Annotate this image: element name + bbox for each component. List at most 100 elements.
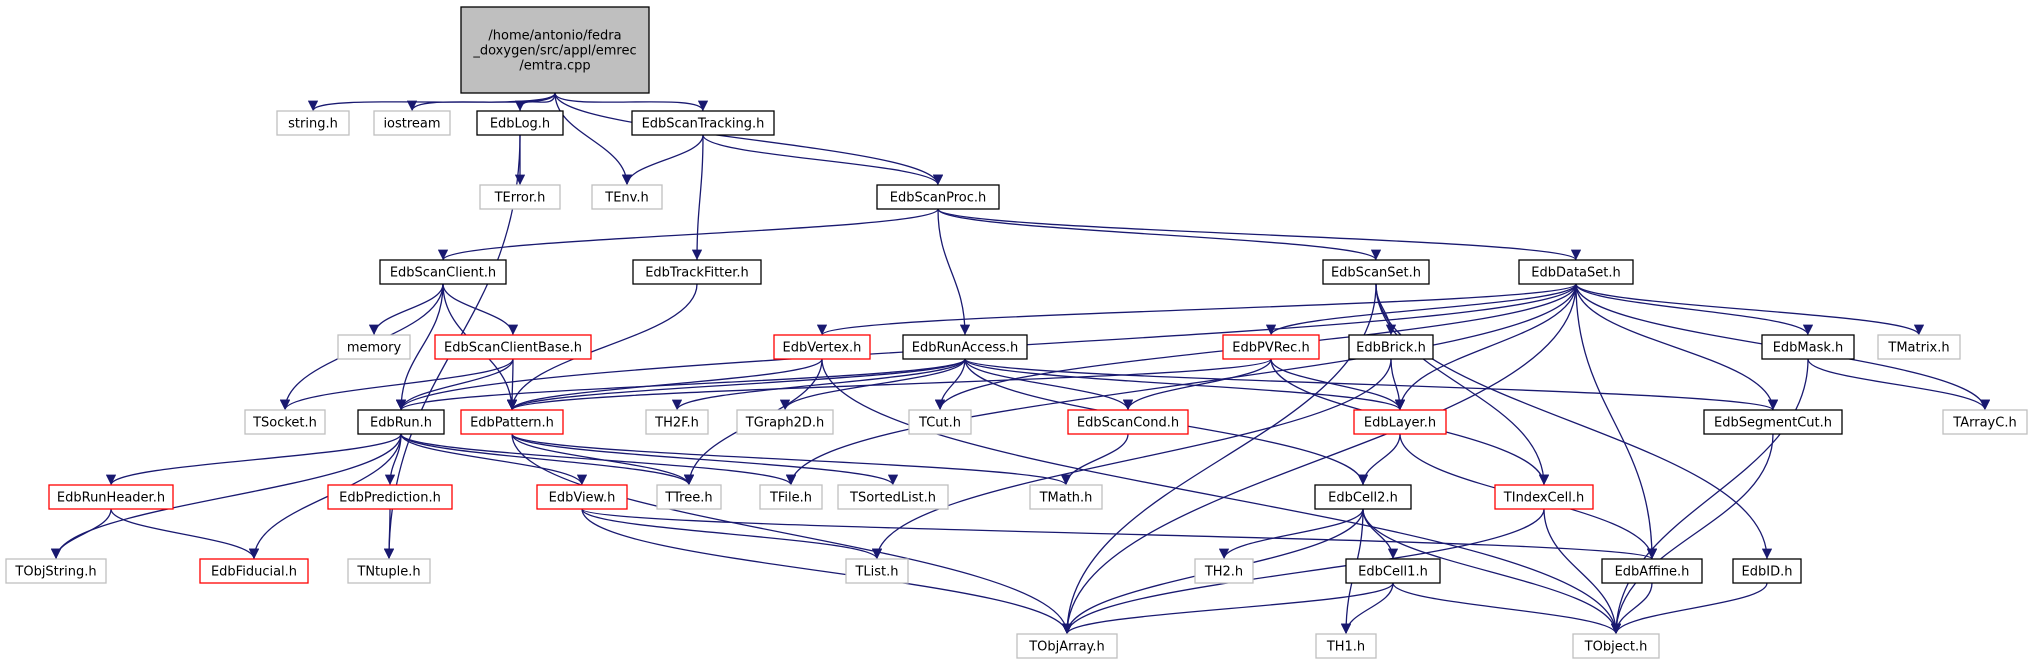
- edge-TIndexCell_h-to-TObject_h: [1543, 508, 1622, 635]
- edge-EdbPVRec_h-to-EdbPattern_h: [507, 358, 1272, 411]
- node-label-TSocket_h-0: TSocket.h: [252, 416, 317, 431]
- node-TH2F_h[interactable]: TH2F.h: [645, 409, 709, 435]
- node-EdbID_h[interactable]: EdbID.h: [1732, 558, 1802, 584]
- node-EdbMask_h[interactable]: EdbMask.h: [1761, 334, 1855, 360]
- node-label-TError_h-0: TError.h: [494, 191, 546, 206]
- node-box-EdbTrackFitter_h: [632, 259, 762, 285]
- edge-EdbRunAccess_h-to-EdbScanCond_h: [964, 358, 1134, 411]
- node-label-EdbDataSet_h-0: EdbDataSet.h: [1531, 266, 1620, 281]
- node-EdbPVRec_h[interactable]: EdbPVRec.h: [1222, 334, 1320, 360]
- edge-EdbCell1_h-to-TH1_h: [1340, 582, 1394, 635]
- node-TTree_h[interactable]: TTree.h: [656, 484, 722, 510]
- node-box-EdbView_h: [536, 484, 628, 510]
- node-label-EdbLog_h-0: EdbLog.h: [490, 117, 550, 132]
- node-string_h[interactable]: string.h: [276, 110, 350, 136]
- node-EdbRunAccess_h[interactable]: EdbRunAccess.h: [902, 334, 1028, 360]
- edge-EdbRunAccess_h-to-EdbPattern_h: [507, 358, 966, 411]
- node-TObject_h[interactable]: TObject.h: [1572, 633, 1660, 659]
- node-EdbLog_h[interactable]: EdbLog.h: [476, 110, 564, 136]
- node-box-TGraph2D_h: [736, 409, 834, 435]
- node-label-memory-0: memory: [347, 341, 402, 356]
- node-EdbView_h[interactable]: EdbView.h: [536, 484, 628, 510]
- node-EdbScanClient_h[interactable]: EdbScanClient.h: [379, 259, 507, 285]
- node-box-EdbPattern_h: [460, 409, 564, 435]
- node-TSortedList_h[interactable]: TSortedList.h: [837, 484, 949, 510]
- edge-EdbBrick_h-to-EdbLayer_h: [1390, 358, 1406, 411]
- node-EdbFiducial_h[interactable]: EdbFiducial.h: [199, 558, 309, 584]
- node-box-TH2_h: [1194, 558, 1254, 584]
- node-box-EdbSegmentCut_h: [1703, 409, 1843, 435]
- edge-root-to-EdbScanProc_h: [554, 92, 944, 186]
- file-nodes: /home/antonio/fedra_doxygen/src/appl/emr…: [5, 6, 2028, 659]
- node-TH2_h[interactable]: TH2.h: [1194, 558, 1254, 584]
- node-EdbRunHeader_h[interactable]: EdbRunHeader.h: [48, 484, 174, 510]
- edge-EdbPVRec_h-to-EdbScanCond_h: [1122, 358, 1272, 411]
- node-box-TFile_h: [759, 484, 823, 510]
- edge-EdbScanClient_h-to-EdbRun_h: [395, 283, 444, 411]
- node-TEnv_h[interactable]: TEnv.h: [591, 184, 663, 210]
- node-EdbAffine_h[interactable]: EdbAffine.h: [1601, 558, 1703, 584]
- node-EdbScanTracking_h[interactable]: EdbScanTracking.h: [631, 110, 775, 136]
- node-TSocket_h[interactable]: TSocket.h: [244, 409, 326, 435]
- node-EdbDataSet_h[interactable]: EdbDataSet.h: [1518, 259, 1634, 285]
- node-box-EdbDataSet_h: [1518, 259, 1634, 285]
- node-label-EdbScanClientBase_h-0: EdbScanClientBase.h: [444, 341, 582, 356]
- node-TError_h[interactable]: TError.h: [479, 184, 561, 210]
- edge-EdbSegmentCut_h-to-TObject_h: [1610, 433, 1774, 635]
- node-TMath_h[interactable]: TMath.h: [1029, 484, 1103, 510]
- edge-EdbCell1_h-to-TObject_h: [1392, 582, 1622, 635]
- node-TFile_h[interactable]: TFile.h: [759, 484, 823, 510]
- node-EdbPrediction_h[interactable]: EdbPrediction.h: [327, 484, 453, 510]
- node-EdbRun_h[interactable]: EdbRun.h: [357, 409, 445, 435]
- edge-EdbMask_h-to-TObject_h: [1610, 358, 1809, 635]
- edge-EdbCell2_h-to-TH2_h: [1218, 508, 1364, 560]
- node-box-EdbScanProc_h: [876, 184, 1000, 210]
- node-TGraph2D_h[interactable]: TGraph2D.h: [736, 409, 834, 435]
- edge-EdbLayer_h-to-EdbCell2_h: [1357, 433, 1401, 486]
- node-EdbScanProc_h[interactable]: EdbScanProc.h: [876, 184, 1000, 210]
- edge-EdbDataSet_h-to-TFile_h: [785, 283, 1577, 486]
- edge-EdbRun_h-to-EdbPrediction_h: [384, 433, 402, 486]
- node-EdbScanClientBase_h[interactable]: EdbScanClientBase.h: [434, 334, 592, 360]
- node-EdbLayer_h[interactable]: EdbLayer.h: [1353, 409, 1447, 435]
- node-EdbBrick_h[interactable]: EdbBrick.h: [1348, 334, 1434, 360]
- edge-EdbRun_h-to-EdbView_h: [400, 433, 588, 486]
- node-TObjString_h[interactable]: TObjString.h: [5, 558, 107, 584]
- node-label-TList_h-0: TList.h: [854, 565, 898, 580]
- edge-EdbView_h-to-EdbAffine_h: [581, 508, 1657, 560]
- node-TNtuple_h[interactable]: TNtuple.h: [347, 558, 431, 584]
- node-iostream[interactable]: iostream: [373, 110, 451, 136]
- node-box-TH1_h: [1315, 633, 1377, 659]
- node-TArrayC_h[interactable]: TArrayC.h: [1942, 409, 2028, 435]
- edge-EdbBrick_h-to-TList_h: [871, 358, 1392, 560]
- node-label-EdbRunHeader_h-0: EdbRunHeader.h: [57, 491, 165, 506]
- node-EdbScanCond_h[interactable]: EdbScanCond.h: [1067, 409, 1189, 435]
- node-root: /home/antonio/fedra_doxygen/src/appl/emr…: [460, 6, 650, 94]
- node-memory[interactable]: memory: [337, 334, 411, 360]
- node-EdbScanSet_h[interactable]: EdbScanSet.h: [1322, 259, 1430, 285]
- node-EdbVertex_h[interactable]: EdbVertex.h: [773, 334, 871, 360]
- node-EdbCell2_h[interactable]: EdbCell2.h: [1314, 484, 1412, 510]
- edge-EdbScanProc_h-to-EdbScanSet_h: [937, 208, 1382, 261]
- node-EdbSegmentCut_h[interactable]: EdbSegmentCut.h: [1703, 409, 1843, 435]
- node-TObjArray_h[interactable]: TObjArray.h: [1016, 633, 1118, 659]
- node-box-EdbMask_h: [1761, 334, 1855, 360]
- node-TIndexCell_h[interactable]: TIndexCell.h: [1494, 484, 1594, 510]
- edge-EdbView_h-to-TList_h: [581, 508, 883, 560]
- node-TCut_h[interactable]: TCut.h: [908, 409, 972, 435]
- node-TList_h[interactable]: TList.h: [845, 558, 909, 584]
- node-EdbPattern_h[interactable]: EdbPattern.h: [460, 409, 564, 435]
- edge-EdbID_h-to-TObject_h: [1610, 582, 1768, 635]
- node-label-EdbFiducial_h-0: EdbFiducial.h: [211, 565, 297, 580]
- node-box-TSortedList_h: [837, 484, 949, 510]
- edge-EdbMask_h-to-TArrayC_h: [1807, 358, 1991, 411]
- node-EdbTrackFitter_h[interactable]: EdbTrackFitter.h: [632, 259, 762, 285]
- node-box-EdbPrediction_h: [327, 484, 453, 510]
- node-TMatrix_h[interactable]: TMatrix.h: [1877, 334, 1961, 360]
- node-label-TGraph2D_h-0: TGraph2D.h: [745, 416, 824, 431]
- node-TH1_h[interactable]: TH1.h: [1315, 633, 1377, 659]
- node-box-EdbLog_h: [476, 110, 564, 136]
- edge-EdbRunAccess_h-to-EdbSegmentCut_h: [964, 358, 1778, 411]
- node-EdbCell1_h[interactable]: EdbCell1.h: [1345, 558, 1441, 584]
- node-box-EdbScanClient_h: [379, 259, 507, 285]
